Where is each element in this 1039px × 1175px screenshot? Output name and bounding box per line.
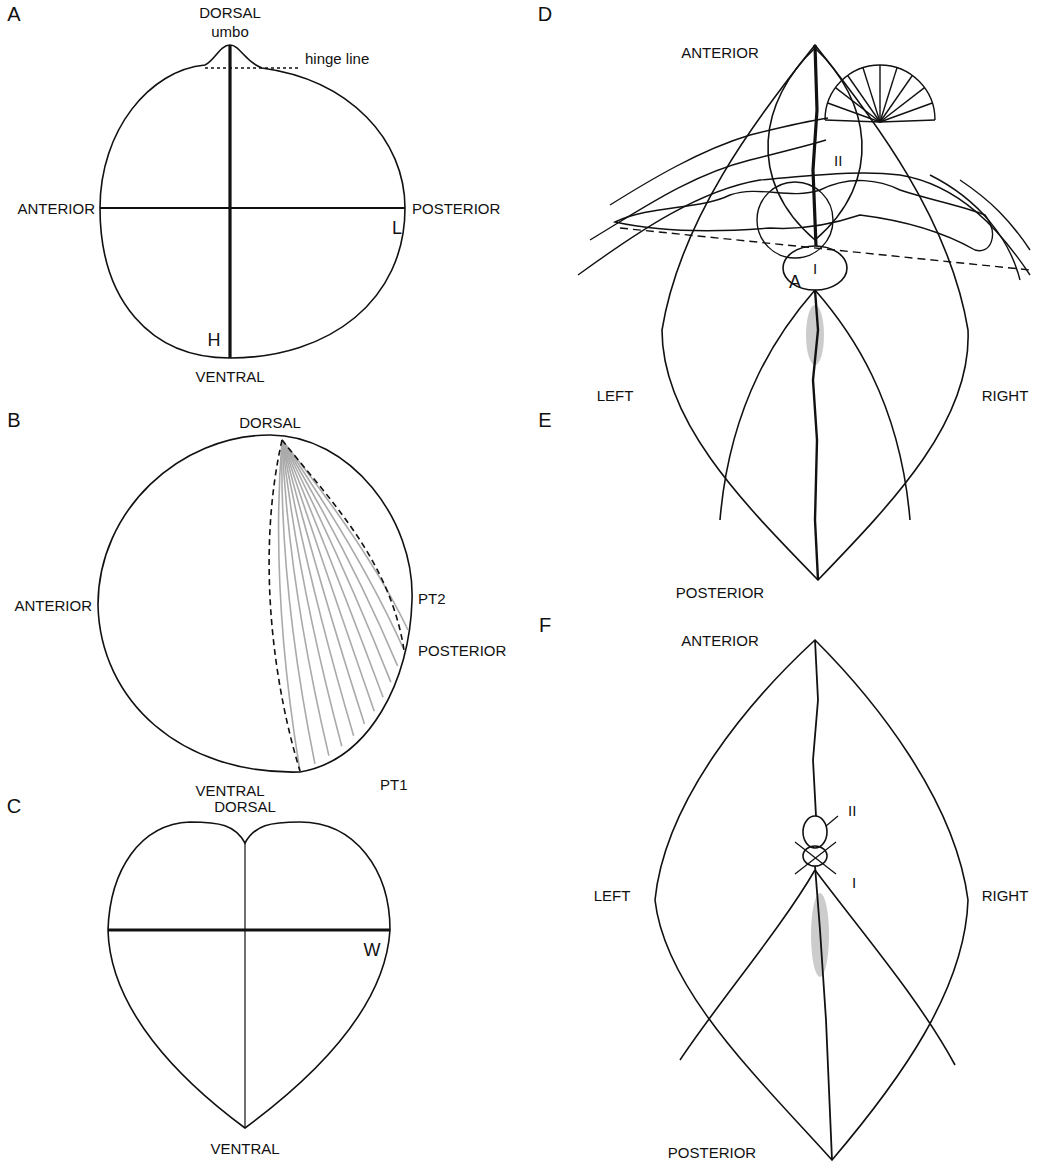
growth-line — [282, 440, 391, 682]
view-f-part — [680, 870, 815, 1060]
shell-b-part — [98, 435, 412, 772]
orientation-label: VENTRAL — [210, 1141, 279, 1156]
shell-a-part — [100, 207, 405, 209]
view-e-part — [815, 290, 910, 520]
orientation-label: LEFT — [597, 388, 634, 403]
view-f-part — [815, 866, 832, 1160]
view-e — [662, 45, 968, 580]
fan-line — [880, 103, 932, 122]
growth-line — [282, 440, 374, 711]
panel-letter: C — [7, 796, 21, 816]
measure-label: W — [364, 941, 381, 959]
fan-line — [863, 68, 880, 122]
panel-letter: B — [7, 410, 20, 430]
view-f-part — [815, 870, 955, 1065]
fan-line — [880, 68, 897, 122]
view-e-part — [662, 45, 968, 580]
structure-label: II — [834, 153, 842, 168]
panel-letter: F — [539, 615, 551, 635]
shell-b-part — [269, 440, 300, 771]
growth-line — [282, 440, 403, 649]
section-d-part — [610, 118, 828, 205]
view-e-part — [783, 246, 847, 290]
orientation-label: DORSAL — [214, 799, 276, 814]
measure-label: L — [392, 219, 402, 237]
orientation-label: ANTERIOR — [14, 598, 92, 613]
panel-letter: A — [7, 4, 20, 24]
orientation-label: POSTERIOR — [418, 643, 506, 658]
view-f-part — [813, 640, 818, 816]
view-f — [655, 640, 968, 1160]
orientation-label: DORSAL — [199, 5, 261, 20]
orientation-label: ANTERIOR — [681, 45, 759, 60]
panel-letter: E — [538, 410, 551, 430]
growth-line — [282, 440, 398, 666]
orientation-label: LEFT — [594, 888, 631, 903]
orientation-label: POSTERIOR — [668, 1145, 756, 1160]
view-f-part — [803, 816, 827, 848]
orientation-label: RIGHT — [982, 388, 1029, 403]
view-f-part — [795, 842, 836, 874]
view-f-part — [655, 640, 968, 1160]
measure-label: PT2 — [418, 591, 446, 606]
fan-lines — [825, 65, 935, 122]
orientation-label: RIGHT — [982, 888, 1029, 903]
measure-label: PT1 — [380, 777, 408, 792]
structure-label: I — [813, 261, 817, 276]
shell-a-part — [205, 67, 298, 68]
structure-label: I — [852, 875, 856, 890]
structure-label: II — [848, 803, 856, 818]
growth-lines — [279, 440, 408, 771]
orientation-label: DORSAL — [239, 415, 301, 430]
shell-c-part — [108, 928, 390, 931]
view-f-part — [826, 816, 838, 826]
fan-line — [879, 65, 880, 122]
orientation-label: POSTERIOR — [412, 201, 500, 216]
orientation-label: VENTRAL — [195, 369, 264, 384]
shell-a-part — [100, 45, 405, 358]
section-d-part — [620, 228, 1030, 270]
fan-line — [880, 88, 924, 122]
section-d-part — [615, 181, 992, 251]
section-d-part — [960, 180, 1030, 250]
shell-c-part — [244, 843, 245, 1128]
orientation-label: ANTERIOR — [681, 633, 759, 648]
growth-line — [282, 440, 383, 697]
shell-c — [108, 822, 390, 1128]
fan-line — [880, 120, 935, 122]
panel-letter: D — [538, 4, 552, 24]
measure-label: H — [208, 331, 221, 349]
fan-line — [880, 76, 912, 122]
orientation-label: ANTERIOR — [17, 201, 95, 216]
structure-label: umbo — [211, 24, 249, 39]
view-e-part — [813, 45, 817, 246]
fan-line — [848, 76, 880, 122]
section-d-part — [590, 140, 826, 240]
shell-b-part — [282, 440, 404, 650]
view-f-part — [795, 842, 836, 874]
structure-label: hinge line — [305, 51, 369, 66]
shell-b — [98, 435, 412, 772]
orientation-label: POSTERIOR — [676, 585, 764, 600]
section-d-part — [578, 173, 1030, 275]
orientation-label: VENTRAL — [195, 783, 264, 798]
growth-line — [282, 440, 364, 724]
shell-a — [100, 45, 405, 358]
view-e-part — [813, 290, 818, 580]
shell-c-part — [108, 822, 390, 1128]
view-e-part — [720, 290, 815, 520]
structure-label: A — [789, 273, 801, 291]
growth-line — [282, 440, 408, 630]
shell-a-part — [228, 45, 231, 358]
view-f-part — [803, 846, 827, 866]
